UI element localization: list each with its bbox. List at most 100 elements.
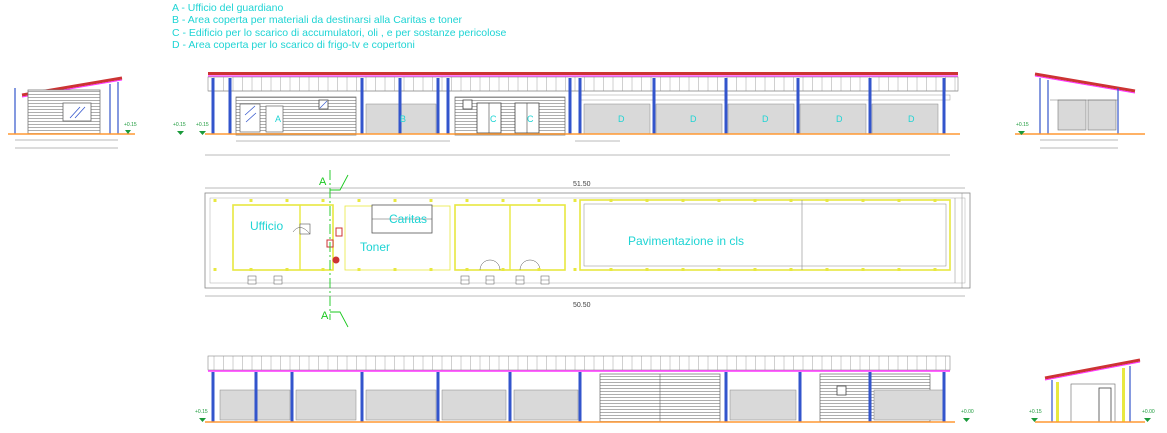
column bbox=[436, 372, 440, 422]
cladding-panel bbox=[583, 103, 651, 135]
plan-column bbox=[465, 199, 469, 202]
plan-outline bbox=[204, 192, 971, 289]
plan-column bbox=[501, 199, 505, 202]
plan-column bbox=[897, 199, 901, 202]
column bbox=[942, 372, 946, 422]
plan-column bbox=[861, 268, 865, 271]
svg-text:+0.15: +0.15 bbox=[1029, 409, 1042, 415]
column bbox=[568, 78, 572, 134]
column bbox=[360, 372, 364, 422]
plan-column bbox=[573, 268, 577, 271]
cladding-panel bbox=[729, 389, 797, 421]
plan-column bbox=[681, 199, 685, 202]
column bbox=[942, 78, 946, 134]
svg-text:+0.15: +0.15 bbox=[195, 409, 208, 415]
area-mark: D bbox=[618, 114, 625, 124]
plan-column bbox=[825, 268, 829, 271]
column bbox=[228, 78, 232, 134]
paving-area bbox=[579, 199, 951, 271]
legend-item-c: C - Edificio per lo scarico di accumulat… bbox=[172, 26, 507, 39]
side-elevation-right: +0.15 bbox=[1015, 72, 1145, 149]
side-elevation-left: +0.15 bbox=[8, 76, 137, 149]
section-mark-bottom: A bbox=[321, 310, 329, 322]
plan-column bbox=[789, 199, 793, 202]
column bbox=[724, 78, 728, 134]
plan-column bbox=[609, 199, 613, 202]
dim-total-bottom: 50.50 bbox=[573, 302, 591, 309]
column bbox=[436, 78, 440, 134]
room-label-ufficio: Ufficio bbox=[250, 219, 283, 233]
plan-column bbox=[393, 268, 397, 271]
room-label-toner: Toner bbox=[360, 240, 390, 254]
column bbox=[446, 78, 450, 134]
plan-column bbox=[321, 268, 325, 271]
cladding-panel bbox=[513, 389, 579, 421]
plan-column bbox=[573, 199, 577, 202]
svg-text:+0.00: +0.00 bbox=[1142, 409, 1155, 415]
legend-item-b: B - Area coperta per materiali da destin… bbox=[172, 14, 463, 27]
column bbox=[578, 372, 582, 422]
column bbox=[796, 78, 800, 134]
plan-column bbox=[285, 199, 289, 202]
svg-text:+0.15: +0.15 bbox=[124, 122, 137, 128]
cladding-panel bbox=[799, 103, 867, 135]
section-a-a: +0.15 +0.00 bbox=[1029, 358, 1155, 423]
svg-text:+0.15: +0.15 bbox=[196, 122, 209, 128]
plan-column bbox=[789, 268, 793, 271]
cladding-panel bbox=[441, 389, 507, 421]
column bbox=[578, 78, 582, 134]
plan-column bbox=[465, 268, 469, 271]
plan-column bbox=[393, 199, 397, 202]
legend-item-d: D - Area coperta per lo scarico di frigo… bbox=[172, 38, 415, 51]
column bbox=[868, 78, 872, 134]
cladding-panel bbox=[655, 103, 723, 135]
area-mark: B bbox=[400, 114, 406, 124]
plan-column bbox=[321, 199, 325, 202]
plan-column bbox=[357, 199, 361, 202]
column bbox=[360, 78, 364, 134]
svg-text:+0.15: +0.15 bbox=[1016, 122, 1029, 128]
column bbox=[868, 372, 872, 422]
plan-column bbox=[357, 268, 361, 271]
plan-column bbox=[645, 199, 649, 202]
plan-column bbox=[933, 199, 937, 202]
column bbox=[398, 78, 402, 134]
plan-column bbox=[717, 199, 721, 202]
plan-column bbox=[501, 268, 505, 271]
plan-column bbox=[897, 268, 901, 271]
office-walls bbox=[232, 204, 334, 271]
plan-column bbox=[717, 268, 721, 271]
floor-plan: A A Ufficio Caritas Toner Pavimentazione… bbox=[204, 170, 971, 328]
cladding-panel bbox=[365, 389, 437, 421]
cladding-panel bbox=[873, 389, 945, 421]
window bbox=[62, 102, 92, 122]
plan-column bbox=[825, 199, 829, 202]
plan-column bbox=[537, 199, 541, 202]
plan-column bbox=[681, 268, 685, 271]
column bbox=[724, 372, 728, 422]
dim-total-top: 51.50 bbox=[573, 181, 591, 188]
cladding-panel bbox=[295, 389, 357, 421]
area-label-paving: Pavimentazione in cls bbox=[628, 234, 744, 248]
legend-item-a: A - Ufficio del guardiano bbox=[172, 2, 284, 14]
plan-column bbox=[429, 199, 433, 202]
column bbox=[652, 78, 656, 134]
area-mark: C bbox=[490, 114, 497, 124]
plan-column bbox=[429, 268, 433, 271]
area-mark: D bbox=[690, 114, 697, 124]
plan-column bbox=[249, 199, 253, 202]
cladding-panel bbox=[727, 103, 795, 135]
section-mark-top: A bbox=[319, 176, 327, 188]
plan-column bbox=[645, 268, 649, 271]
svg-text:+0.00: +0.00 bbox=[961, 409, 974, 415]
area-mark: D bbox=[836, 114, 843, 124]
area-mark: D bbox=[908, 114, 915, 124]
area-mark: C bbox=[527, 114, 534, 124]
plan-column bbox=[609, 268, 613, 271]
column bbox=[211, 372, 215, 422]
plan-column bbox=[861, 199, 865, 202]
plan-column bbox=[213, 268, 217, 271]
plan-column bbox=[933, 268, 937, 271]
plan-column bbox=[213, 199, 217, 202]
